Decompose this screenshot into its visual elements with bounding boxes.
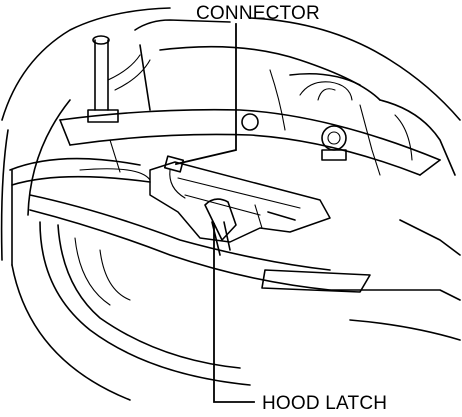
hood-opening-outline	[0, 7, 461, 261]
connector-leader-line	[174, 23, 237, 166]
front-grille	[9, 157, 461, 401]
hood-latch-label: HOOD LATCH	[262, 393, 388, 414]
radiator-support	[59, 108, 441, 181]
hood-latch-leader-line	[213, 223, 255, 403]
filler-neck	[87, 35, 151, 123]
engine-components	[134, 19, 456, 176]
hood-latch-assembly	[149, 155, 331, 256]
connector-label: CONNECTOR	[196, 3, 320, 24]
